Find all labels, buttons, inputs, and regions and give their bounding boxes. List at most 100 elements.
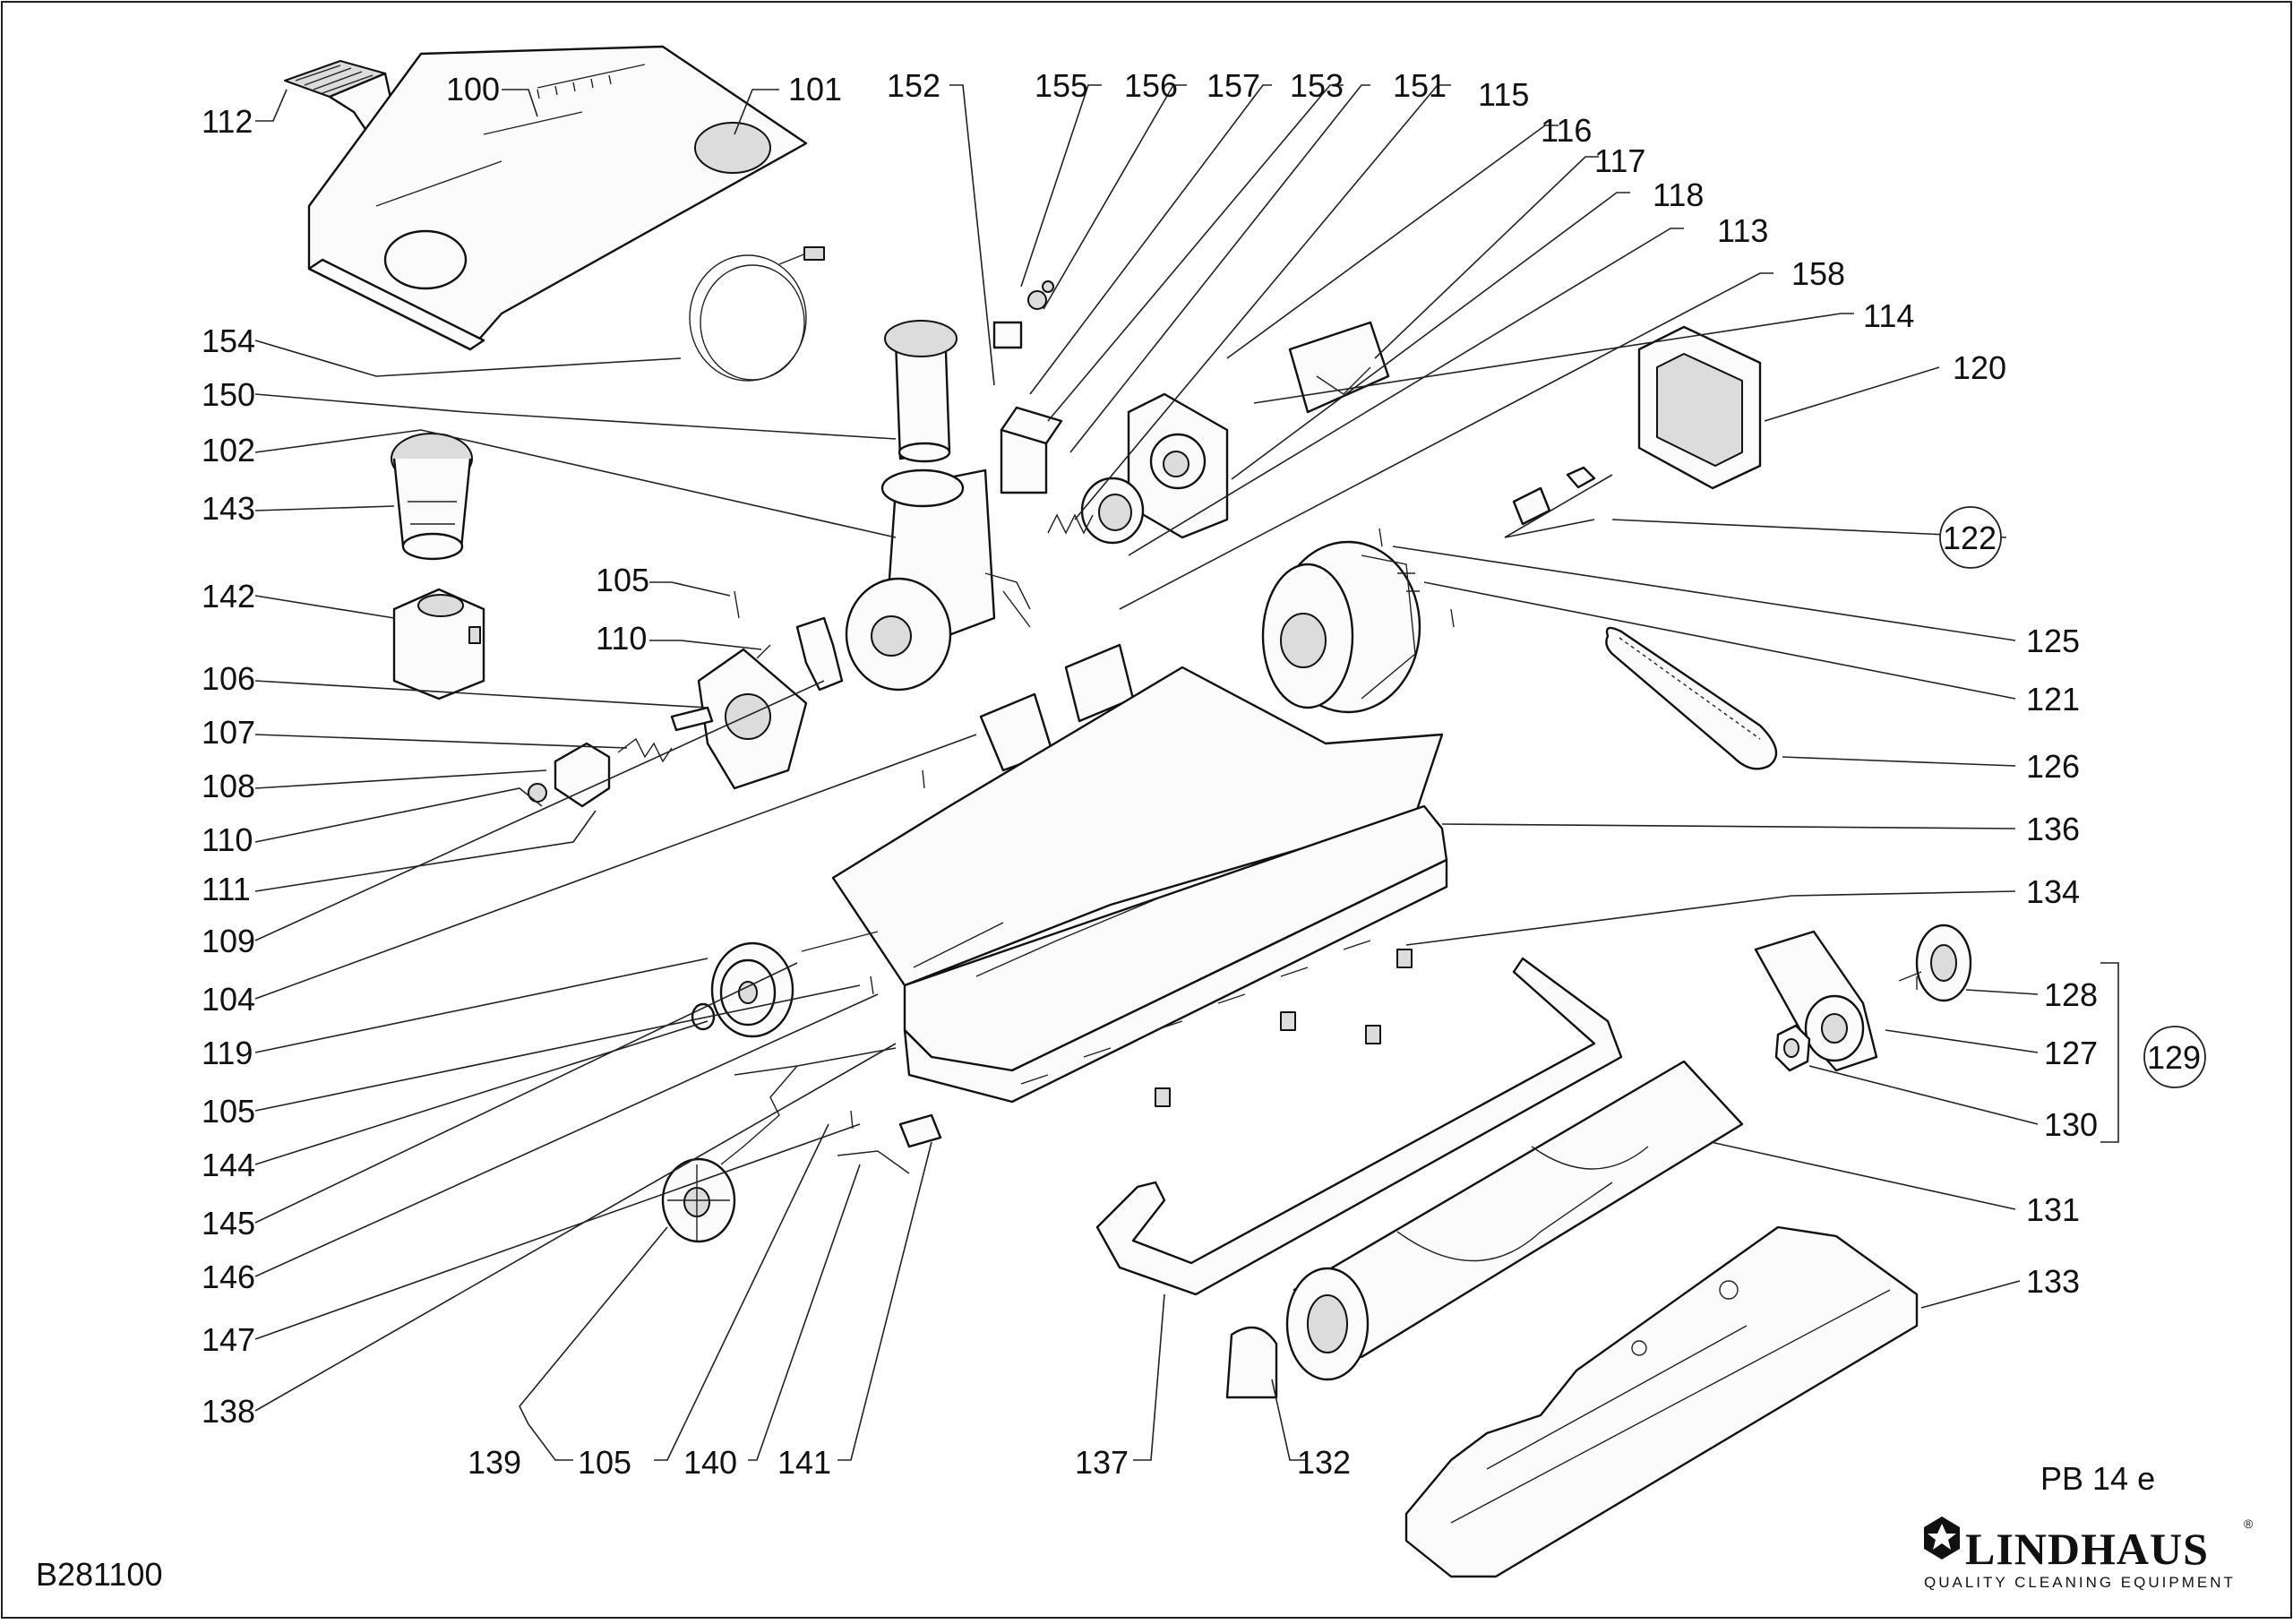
callout-121: 121 <box>2026 681 2080 717</box>
part-137-bumper-frame <box>1095 957 1623 1296</box>
callout-numbers: 112 100 101 152 155 156 157 153 151 115 … <box>202 67 2201 1481</box>
group-129-circle <box>2143 1026 2206 1088</box>
callout-115: 115 <box>1478 76 1529 113</box>
callout-153: 153 <box>1290 67 1344 104</box>
callout-137: 137 <box>1075 1444 1129 1481</box>
part-121-motor <box>1261 540 1421 714</box>
part-130-nut <box>1774 1024 1811 1072</box>
callout-133: 133 <box>2026 1263 2080 1300</box>
registered-mark: ® <box>2244 1517 2254 1531</box>
callout-105-upper: 105 <box>596 562 649 598</box>
callout-110-upper: 110 <box>596 620 647 657</box>
callout-141: 141 <box>777 1444 831 1481</box>
callout-118: 118 <box>1653 176 1704 213</box>
callout-139: 139 <box>468 1444 521 1481</box>
part-small-screws <box>734 528 1455 1130</box>
part-145-axle <box>801 931 879 952</box>
part-131-brush-roller <box>1285 1060 1744 1381</box>
part-142-block <box>392 588 485 700</box>
part-100-top-cover <box>307 45 808 351</box>
callout-101: 101 <box>788 71 842 107</box>
callout-108: 108 <box>202 768 255 804</box>
part-134-bolts <box>1155 949 1413 1107</box>
part-154-cable <box>689 246 825 382</box>
part-140-141-clips <box>837 1113 942 1174</box>
callout-145: 145 <box>202 1205 255 1242</box>
callout-129: 129 <box>2147 1039 2201 1076</box>
callout-156: 156 <box>1124 67 1178 104</box>
callout-111: 111 <box>202 871 251 907</box>
part-113-seal-ring <box>1080 477 1145 545</box>
callout-105-lower: 105 <box>578 1444 631 1481</box>
callout-142: 142 <box>202 578 255 614</box>
part-132-end-cap <box>1225 1326 1278 1399</box>
drawing-number: B281100 <box>36 1556 162 1593</box>
part-139-wheel <box>661 1157 736 1243</box>
lindhaus-emblem-icon <box>1924 1517 1960 1560</box>
brand-tagline: QUALITY CLEANING EQUIPMENT <box>1924 1574 2236 1591</box>
callout-120: 120 <box>1953 349 2006 386</box>
callout-158: 158 <box>1791 255 1845 292</box>
part-109-lever <box>795 616 844 692</box>
group-129-bracket <box>2100 962 2119 1143</box>
part-153-157-switch <box>992 280 1063 494</box>
callout-109: 109 <box>202 923 255 959</box>
model-label: PB 14 e <box>2040 1460 2155 1497</box>
part-138-axle-rod <box>720 1047 897 1165</box>
part-122-fittings <box>1512 466 1596 526</box>
part-106-bracket <box>697 648 808 790</box>
callout-122: 122 <box>1943 520 1997 556</box>
callout-116: 116 <box>1541 112 1592 149</box>
callout-157: 157 <box>1207 67 1260 104</box>
callout-127: 127 <box>2044 1035 2098 1071</box>
callout-119: 119 <box>202 1035 253 1071</box>
part-136-chassis <box>831 666 1448 1104</box>
part-116-switch-plate <box>1288 321 1390 414</box>
part-126-drive-belt <box>1605 626 1778 770</box>
callout-134: 134 <box>2026 873 2080 910</box>
part-128-drive-gear <box>1898 924 1972 1002</box>
callout-144: 144 <box>202 1147 255 1183</box>
callout-100: 100 <box>446 71 500 107</box>
part-158-spring <box>1047 513 1094 535</box>
brand-name: LINDHAUS <box>1965 1524 2209 1574</box>
callout-152: 152 <box>887 67 940 104</box>
callout-155: 155 <box>1035 67 1088 104</box>
lindhaus-logo: LINDHAUS ® QUALITY CLEANING EQUIPMENT <box>1924 1517 2254 1591</box>
part-111-clamp <box>528 742 611 808</box>
callout-147: 147 <box>202 1321 255 1358</box>
callout-107: 107 <box>202 714 255 751</box>
part-118-bearing-plate <box>1127 392 1229 539</box>
callout-102: 102 <box>202 432 255 468</box>
callout-104: 104 <box>202 981 255 1018</box>
part-117-filter-pads <box>979 643 1135 772</box>
callout-125: 125 <box>2026 623 2080 659</box>
part-drawings <box>284 45 2119 1578</box>
callout-113: 113 <box>1717 212 1768 249</box>
callout-126: 126 <box>2026 748 2080 785</box>
part-150-pipe <box>884 320 958 463</box>
part-119-rear-wheel <box>710 941 794 1038</box>
part-127-gear-housing <box>1754 930 1878 1072</box>
callout-110-lower: 110 <box>202 821 253 858</box>
group-122-circle <box>1939 506 2002 569</box>
callout-138: 138 <box>202 1393 255 1430</box>
callout-128: 128 <box>2044 976 2098 1013</box>
callout-130: 130 <box>2044 1106 2098 1143</box>
callout-106: 106 <box>202 660 255 697</box>
part-104-fan-housing <box>845 468 1031 692</box>
callout-114: 114 <box>1863 297 1914 334</box>
callout-146: 146 <box>202 1259 255 1295</box>
part-120-filter-frame <box>1637 325 1762 490</box>
callout-143: 143 <box>202 490 255 527</box>
callout-105-middle: 105 <box>202 1093 255 1130</box>
callout-136: 136 <box>2026 811 2080 847</box>
callout-132: 132 <box>1297 1444 1351 1481</box>
leader-lines <box>254 84 2039 1461</box>
part-107-spring-shaft <box>617 706 714 763</box>
callout-140: 140 <box>683 1444 737 1481</box>
callout-117: 117 <box>1594 142 1645 179</box>
